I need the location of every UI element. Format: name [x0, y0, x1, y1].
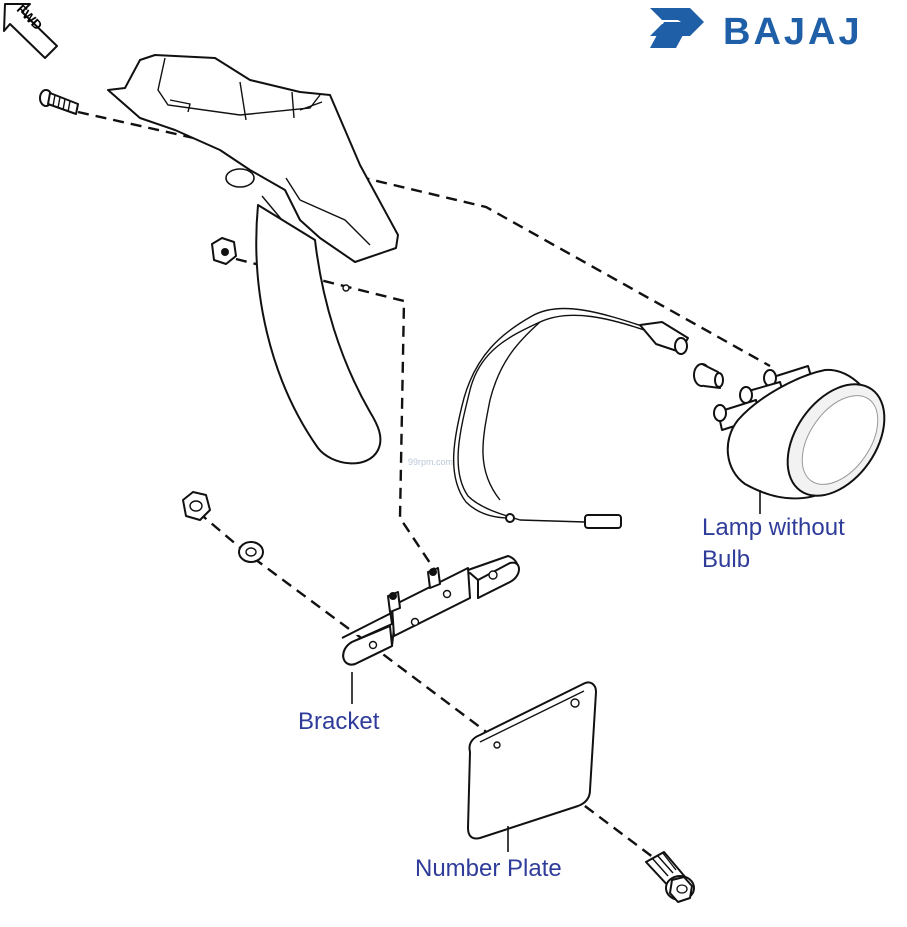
rear-fender-icon	[107, 54, 399, 465]
label-lamp-line2: Bulb	[702, 546, 750, 573]
label-bracket: Bracket	[298, 708, 380, 735]
bajaj-logo: BAJAJ	[650, 8, 863, 53]
washer-icon	[238, 541, 264, 563]
number-plate-icon	[467, 681, 597, 840]
wiring-harness-icon	[452, 307, 689, 529]
bracket-icon	[341, 555, 520, 666]
tail-lamp-icon	[713, 365, 886, 500]
fwd-arrow-icon: FWD	[3, 2, 58, 59]
leader-lines	[351, 490, 761, 852]
assembly-lines	[77, 110, 771, 883]
label-lamp-line1: Lamp without	[702, 514, 845, 541]
flange-bolt-icon	[645, 851, 695, 903]
label-number-plate: Number Plate	[415, 855, 562, 882]
mounting-screw-icon	[39, 89, 79, 115]
watermark-text: 99rpm.com	[408, 457, 453, 467]
bulb-icon	[693, 363, 724, 389]
hex-nut-icon	[182, 491, 211, 521]
hex-nut-icon	[211, 237, 237, 265]
brand-name: BAJAJ	[723, 11, 863, 53]
